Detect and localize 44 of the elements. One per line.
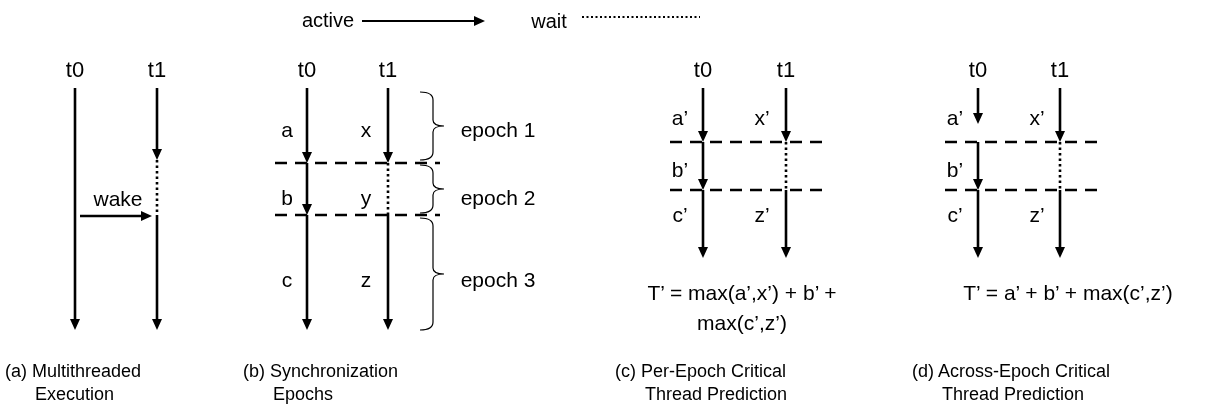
segment-label: z xyxy=(360,268,372,292)
segment-label: x xyxy=(360,118,372,142)
thread-name: t0 xyxy=(683,52,723,88)
arrow-label: wake xyxy=(93,187,143,211)
formula-text: T’ = a’ + b’ + max(c’,z’) xyxy=(962,280,1174,306)
epoch-label: epoch 2 xyxy=(460,186,536,210)
segment-label: a xyxy=(281,118,293,142)
segment-label: z’ xyxy=(1029,203,1045,227)
segment-label: c xyxy=(281,268,293,292)
thread-name: t1 xyxy=(137,52,177,88)
thread-name: t1 xyxy=(766,52,806,88)
caption: (d) Across-Epoch Critical Thread Prediction xyxy=(912,360,1112,406)
legend-label: wait xyxy=(531,9,567,33)
thread-name: t0 xyxy=(958,52,998,88)
caption: (b) Synchronization Epochs xyxy=(243,360,400,406)
segment-label: a’ xyxy=(946,106,964,130)
segment-label: b’ xyxy=(946,158,964,182)
thread-name: t1 xyxy=(368,52,408,88)
thread-name: t1 xyxy=(1040,52,1080,88)
segment-label: c’ xyxy=(947,203,963,227)
thread-arrow xyxy=(70,88,80,330)
segment-label: x’ xyxy=(754,106,770,130)
formula-text: T’ = max(a’,x’) + b’ + max(c’,z’) xyxy=(646,280,838,336)
segment-label: y xyxy=(360,186,372,210)
thread-arrow xyxy=(1055,88,1065,258)
thread-arrow xyxy=(383,88,393,330)
segment-label: z’ xyxy=(754,203,770,227)
thread-arrow xyxy=(698,88,708,258)
caption: (c) Per-Epoch Critical Thread Prediction xyxy=(615,360,789,406)
segment-label: c’ xyxy=(672,203,688,227)
epoch-label: epoch 3 xyxy=(460,268,536,292)
thread-arrow xyxy=(973,88,983,258)
epoch-label: epoch 1 xyxy=(460,118,536,142)
legend-label: active xyxy=(301,8,355,32)
segment-label: a’ xyxy=(671,106,689,130)
thread-arrow xyxy=(781,88,791,258)
segment-label: b xyxy=(281,186,293,210)
thread-name: t0 xyxy=(55,52,95,88)
thread-arrow xyxy=(302,88,312,330)
segment-label: x’ xyxy=(1029,106,1045,130)
thread-name: t0 xyxy=(287,52,327,88)
segment-label: b’ xyxy=(671,158,689,182)
caption: (a) Multithreaded Execution xyxy=(5,360,143,406)
thread-arrow xyxy=(152,88,162,330)
